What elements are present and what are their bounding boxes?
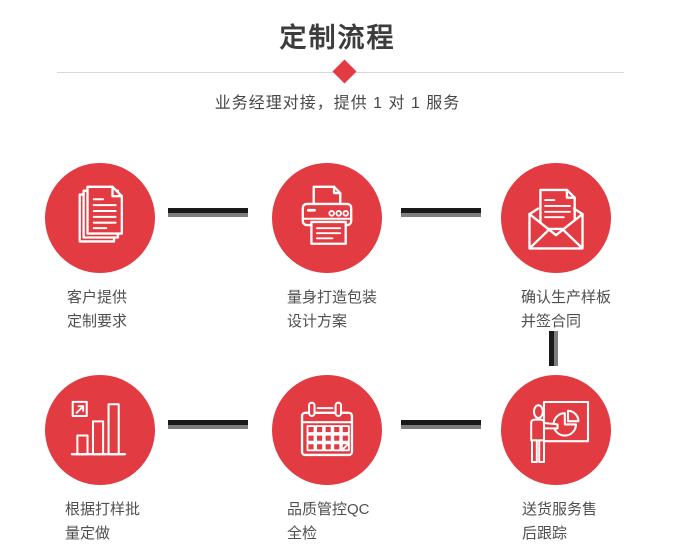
step-circle (501, 375, 611, 485)
step-circle (45, 163, 155, 273)
step-label: 送货服务售 后跟踪 (522, 501, 598, 542)
step-label: 确认生产样板 并签合同 (521, 289, 612, 330)
step-circle (501, 163, 611, 273)
connector-step5-step6 (401, 420, 481, 429)
connector-step4-step5 (168, 420, 248, 429)
connector-step3-step6 (549, 331, 558, 366)
printer-icon (301, 185, 353, 245)
open-envelope-letter-icon (528, 188, 584, 250)
step-sample-contract: 确认生产样板 并签合同 (501, 163, 611, 330)
connector-step2-step3 (401, 208, 481, 217)
step-circle (272, 375, 382, 485)
step-circle (272, 163, 382, 273)
step-label: 根据打样批 量定做 (65, 501, 141, 542)
step-quality-control: 品质管控QC 全检 (272, 375, 382, 542)
diamond-accent-icon (332, 59, 357, 84)
step-circle (45, 375, 155, 485)
subtitle: 业务经理对接，提供 1 对 1 服务 (214, 95, 461, 112)
step-packaging-design: 量身打造包装 设计方案 (272, 163, 382, 330)
growth-bar-chart-icon (70, 400, 127, 456)
step-batch-production: 根据打样批 量定做 (45, 375, 155, 542)
step-customer-requirements: 客户提供 定制要求 (45, 163, 155, 330)
stacked-documents-icon (78, 185, 124, 243)
connector-step1-step2 (168, 208, 248, 217)
step-label: 客户提供 定制要求 (67, 289, 128, 330)
step-label: 量身打造包装 设计方案 (287, 289, 378, 330)
step-delivery-aftersales: 送货服务售 后跟踪 (501, 375, 611, 542)
page-title: 定制流程 (279, 23, 396, 53)
presentation-board-icon (530, 400, 590, 463)
calendar-icon (300, 401, 354, 457)
step-label: 品质管控QC 全检 (287, 501, 370, 542)
